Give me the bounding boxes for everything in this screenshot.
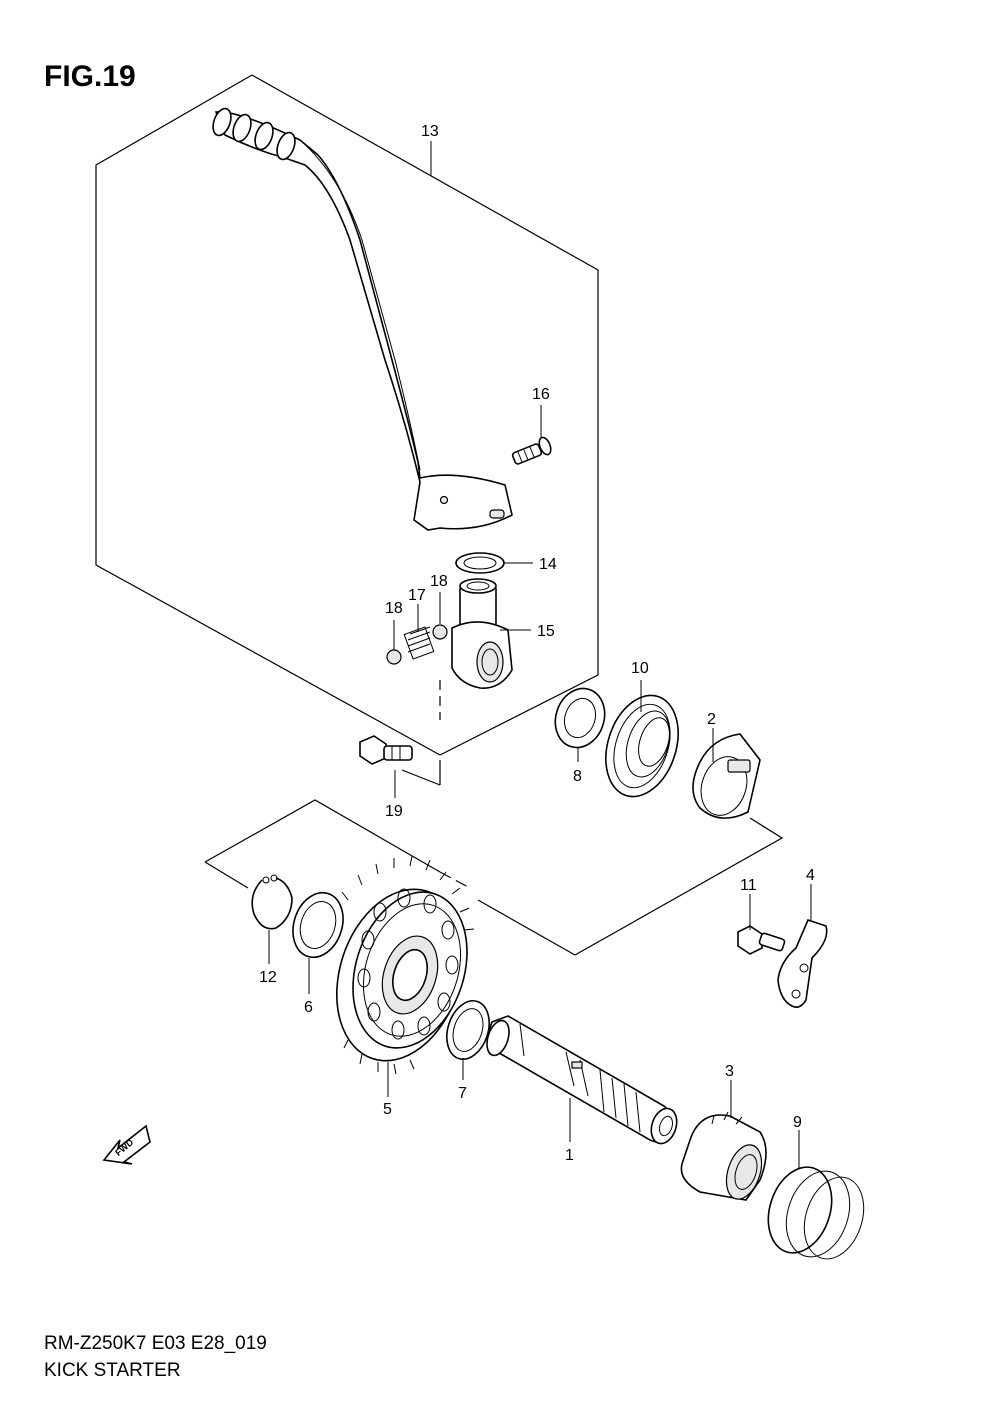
thrust-washer-part xyxy=(292,891,344,959)
detent-ball-part xyxy=(386,624,448,665)
callout-16: 16 xyxy=(532,386,550,403)
lever-washer-part xyxy=(455,552,505,574)
callout-18-right: 18 xyxy=(430,573,448,590)
callout-7: 7 xyxy=(458,1085,467,1102)
assembly-outline-lower xyxy=(204,799,784,956)
gear-holes xyxy=(357,888,459,1040)
ratchet-part xyxy=(680,1111,767,1201)
model-code: RM-Z250K7 E03 E28_019 xyxy=(44,1333,267,1354)
callout-10: 10 xyxy=(631,660,649,677)
circlip-part xyxy=(251,874,293,930)
callout-12: 12 xyxy=(259,969,277,986)
kick-shaft-part xyxy=(486,1015,678,1145)
kick-spring-part xyxy=(605,694,679,798)
lever-boss-part xyxy=(451,578,513,689)
callout-6: 6 xyxy=(304,999,313,1016)
callout-11: 11 xyxy=(740,877,757,894)
callout-8: 8 xyxy=(573,768,582,785)
spring-guide-part xyxy=(692,733,761,819)
kick-gear-part xyxy=(335,855,475,1075)
detent-spring-part xyxy=(403,626,435,660)
callout-leaders xyxy=(268,141,812,1168)
callout-numbers: 13 16 14 18 17 18 15 19 10 8 2 11 4 12 6… xyxy=(259,123,815,1164)
callout-5: 5 xyxy=(383,1101,392,1118)
callout-15: 15 xyxy=(537,623,555,640)
section-name: KICK STARTER xyxy=(44,1360,181,1381)
callout-17: 17 xyxy=(408,587,426,604)
callout-3: 3 xyxy=(725,1063,734,1080)
kick-lever-part xyxy=(212,107,513,531)
stopper-plate-part xyxy=(777,919,828,1008)
gear-washer-part xyxy=(446,1000,490,1060)
stopper-bolt-part xyxy=(737,925,786,955)
callout-19: 19 xyxy=(385,803,403,820)
callout-4: 4 xyxy=(806,867,815,884)
callout-1: 1 xyxy=(565,1147,574,1164)
forward-arrow-icon: FWD xyxy=(102,1124,151,1165)
callout-9: 9 xyxy=(793,1114,802,1131)
figure-title: FIG.19 xyxy=(44,60,136,93)
callout-14: 14 xyxy=(539,556,557,573)
lever-bolt-part xyxy=(511,436,552,465)
oil-seal-part xyxy=(554,687,606,749)
callout-2: 2 xyxy=(707,711,716,728)
ratchet-spring-part xyxy=(767,1166,865,1260)
lever-mount-bolt-part xyxy=(359,735,413,765)
assembly-outline-upper xyxy=(95,74,599,786)
callout-18-left: 18 xyxy=(385,600,403,617)
callout-13: 13 xyxy=(421,123,439,140)
gear-teeth xyxy=(341,855,475,1075)
